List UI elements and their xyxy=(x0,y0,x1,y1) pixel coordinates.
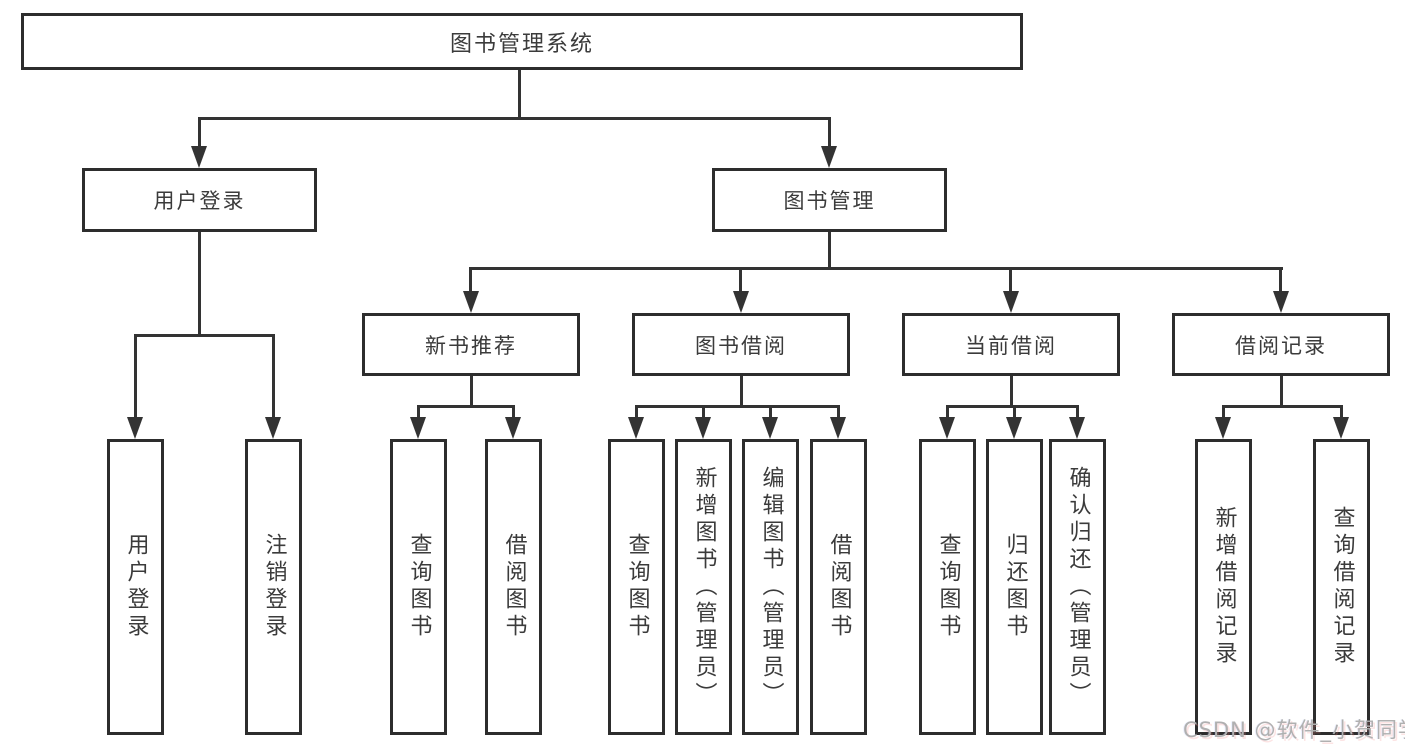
connector-vline xyxy=(1280,376,1283,407)
leaf-borrow-books-2: 借阅图书 xyxy=(810,439,867,735)
connector-vline xyxy=(417,405,420,417)
connector-hline xyxy=(1222,405,1343,408)
arrowhead-icon xyxy=(939,417,955,439)
connector-hline xyxy=(946,405,1079,408)
node-borrow-records: 借阅记录 xyxy=(1172,313,1390,376)
connector-vline xyxy=(1013,405,1016,417)
node-label: 图书管理系统 xyxy=(449,31,594,57)
leaf-edit-book-admin: 编辑图书（管理员） xyxy=(742,439,799,735)
leaf-confirm-return-admin: 确认归还（管理员） xyxy=(1049,439,1106,735)
arrowhead-icon xyxy=(191,146,207,168)
node-label: 图书管理 xyxy=(783,189,876,213)
node-label: 查询图书 xyxy=(624,533,650,641)
connector-hline xyxy=(417,405,515,408)
connector-vline xyxy=(1222,405,1225,417)
node-label: 查询图书 xyxy=(935,533,961,641)
node-label: 新增借阅记录 xyxy=(1211,506,1237,668)
csdn-watermark: CSDN @软件_小贺同学 xyxy=(1183,718,1405,742)
connector-vline xyxy=(1010,376,1013,407)
node-label: 新增图书（管理员） xyxy=(691,465,717,709)
connector-vline xyxy=(518,69,521,120)
arrowhead-icon xyxy=(1069,417,1085,439)
leaf-query-books-1: 查询图书 xyxy=(390,439,447,735)
connector-vline xyxy=(946,405,949,417)
connector-vline xyxy=(635,405,638,417)
node-label: 新书推荐 xyxy=(425,333,517,358)
leaf-query-books-2: 查询图书 xyxy=(608,439,665,735)
node-label: 查询图书 xyxy=(406,533,432,641)
arrowhead-icon xyxy=(1003,291,1019,313)
arrowhead-icon xyxy=(265,417,281,439)
node-label: 查询借阅记录 xyxy=(1329,506,1355,668)
connector-vline xyxy=(1009,267,1012,291)
connector-vline xyxy=(272,334,275,417)
arrowhead-icon xyxy=(1333,417,1349,439)
arrowhead-icon xyxy=(695,417,711,439)
arrowhead-icon xyxy=(1273,291,1289,313)
connector-vline xyxy=(470,376,473,407)
node-label: 注销登录 xyxy=(261,533,287,641)
node-book-management: 图书管理 xyxy=(712,168,947,232)
leaf-add-book-admin: 新增图书（管理员） xyxy=(675,439,732,735)
arrowhead-icon xyxy=(830,417,846,439)
connector-vline xyxy=(198,117,201,146)
node-current-borrow: 当前借阅 xyxy=(902,313,1120,376)
arrowhead-icon xyxy=(762,417,778,439)
connector-hline xyxy=(470,267,1283,270)
connector-vline xyxy=(769,405,772,417)
arrowhead-icon xyxy=(410,417,426,439)
connector-vline xyxy=(828,232,831,270)
connector-vline xyxy=(1279,267,1282,291)
connector-vline xyxy=(469,267,472,291)
connector-vline xyxy=(1076,405,1079,417)
node-label: 归还图书 xyxy=(1002,533,1028,641)
connector-vline xyxy=(739,267,742,291)
arrowhead-icon xyxy=(821,146,837,168)
node-label: 用户登录 xyxy=(123,533,149,641)
leaf-return-book: 归还图书 xyxy=(986,439,1043,735)
leaf-user-login: 用户登录 xyxy=(107,439,164,735)
connector-vline xyxy=(740,376,743,407)
arrowhead-icon xyxy=(1215,417,1231,439)
leaf-add-borrow-record: 新增借阅记录 xyxy=(1195,439,1252,735)
connector-vline xyxy=(1340,405,1343,417)
connector-vline xyxy=(198,232,201,337)
node-label: 借阅记录 xyxy=(1235,333,1327,358)
node-label: 借阅图书 xyxy=(826,533,852,641)
node-book-borrow: 图书借阅 xyxy=(632,313,850,376)
node-label: 借阅图书 xyxy=(501,533,527,641)
connector-vline xyxy=(837,405,840,417)
arrowhead-icon xyxy=(463,291,479,313)
node-label: 当前借阅 xyxy=(965,333,1057,358)
connector-vline xyxy=(134,334,137,417)
node-label: 图书借阅 xyxy=(695,333,787,358)
node-label: 用户登录 xyxy=(153,189,246,213)
connector-vline xyxy=(702,405,705,417)
connector-hline xyxy=(134,334,275,337)
arrowhead-icon xyxy=(127,417,143,439)
node-label: 编辑图书（管理员） xyxy=(758,465,784,709)
node-root-library-system: 图书管理系统 xyxy=(21,13,1023,70)
connector-hline xyxy=(198,117,831,120)
arrowhead-icon xyxy=(1006,417,1022,439)
arrowhead-icon xyxy=(628,417,644,439)
leaf-query-books-3: 查询图书 xyxy=(919,439,976,735)
arrowhead-icon xyxy=(733,291,749,313)
node-user-login: 用户登录 xyxy=(82,168,317,232)
node-new-book-recommend: 新书推荐 xyxy=(362,313,580,376)
arrowhead-icon xyxy=(505,417,521,439)
connector-vline xyxy=(512,405,515,417)
leaf-logout: 注销登录 xyxy=(245,439,302,735)
connector-hline xyxy=(635,405,840,408)
node-label: 确认归还（管理员） xyxy=(1065,465,1091,709)
connector-vline xyxy=(828,117,831,146)
leaf-borrow-books-1: 借阅图书 xyxy=(485,439,542,735)
leaf-query-borrow-record: 查询借阅记录 xyxy=(1313,439,1370,735)
